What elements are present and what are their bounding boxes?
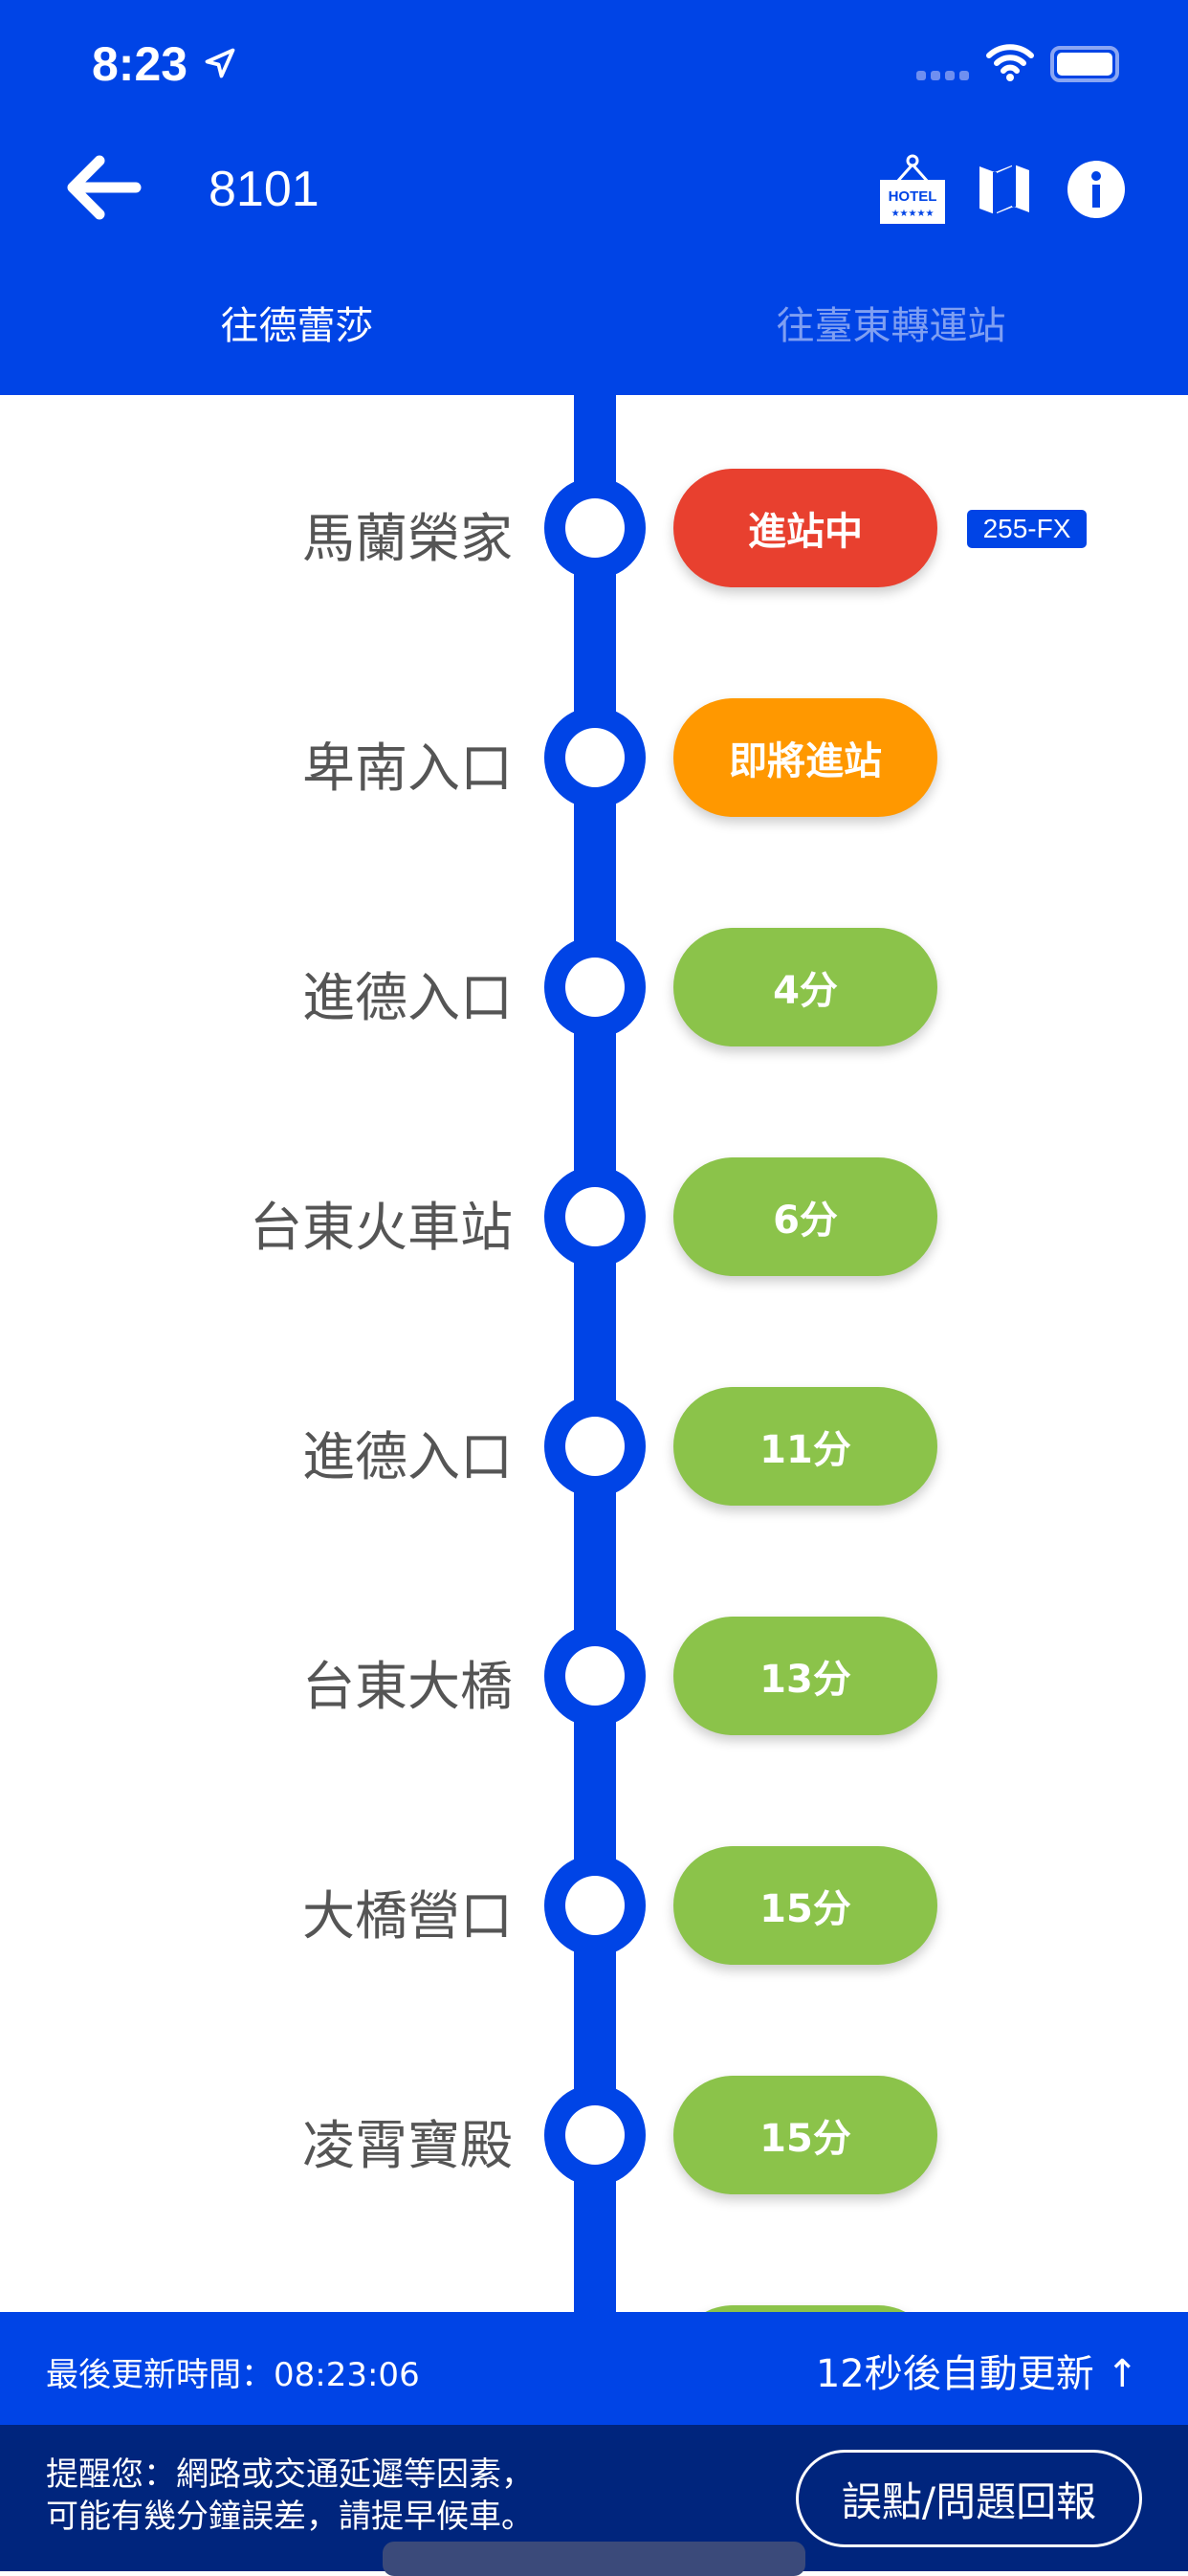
battery-icon xyxy=(1050,46,1119,82)
status-time: 8:23 xyxy=(92,37,188,91)
hotel-icon: HOTEL ★★★★★ xyxy=(880,154,945,224)
hotel-button[interactable]: HOTEL ★★★★★ xyxy=(878,153,947,226)
stop-name: 卑南入口 xyxy=(301,738,513,799)
stop-name: 進德入口 xyxy=(301,967,513,1028)
stop-row[interactable]: 進德入口 4分 xyxy=(0,928,1188,1046)
stop-name: 馬蘭榮家 xyxy=(301,508,513,569)
notice-bar: 提醒您：網路或交通延遲等因素， 可能有幾分鐘誤差，請提早候車。 誤點/問題回報 xyxy=(0,2425,1188,2571)
back-arrow-icon[interactable] xyxy=(63,153,143,222)
stop-name: 進德入口 xyxy=(301,1426,513,1487)
route-line xyxy=(574,395,616,2318)
notice-line: 可能有幾分鐘誤差，請提早候車。 xyxy=(46,2498,534,2536)
report-issue-button[interactable]: 誤點/問題回報 xyxy=(796,2450,1142,2547)
tab-to-taitung-terminal[interactable]: 往臺東轉運站 xyxy=(776,304,1006,348)
wifi-icon xyxy=(986,44,1034,81)
delay-notice: 提醒您：網路或交通延遲等因素， 可能有幾分鐘誤差，請提早候車。 xyxy=(46,2454,534,2538)
stop-name: 大橋營口 xyxy=(301,1885,513,1947)
eta-pill: 4分 xyxy=(673,928,937,1046)
stop-row[interactable]: 馬蘭榮家 進站中 255-FX xyxy=(0,469,1188,587)
stop-node-icon xyxy=(544,1625,646,1727)
eta-pill: 即將進站 xyxy=(673,698,937,817)
header: 8:23 8101 HOTEL ★★★★★ 往德蕾莎 往臺東轉運站 xyxy=(0,0,1188,395)
stop-row[interactable]: 進德入口 11分 xyxy=(0,1387,1188,1506)
stop-row[interactable]: 台東火車站 6分 xyxy=(0,1157,1188,1276)
cellular-signal-icon xyxy=(916,71,969,80)
hotel-label: HOTEL xyxy=(889,188,937,205)
stop-node-icon xyxy=(544,1855,646,1956)
bus-plate-badge: 255-FX xyxy=(967,510,1087,548)
stop-node-icon xyxy=(544,1396,646,1497)
eta-pill: 11分 xyxy=(673,1387,937,1506)
eta-pill: 進站中 xyxy=(673,469,937,587)
stop-row[interactable]: 大橋營口 15分 xyxy=(0,1846,1188,1965)
stop-node-icon xyxy=(544,707,646,808)
stop-name: 台東大橋 xyxy=(301,1656,513,1717)
eta-pill: 15分 xyxy=(673,1846,937,1965)
home-indicator xyxy=(383,2542,805,2576)
stop-row[interactable]: 卑南入口 即將進站 xyxy=(0,698,1188,817)
info-icon[interactable] xyxy=(1067,161,1125,218)
stop-node-icon xyxy=(544,1166,646,1267)
eta-pill: 6分 xyxy=(673,1157,937,1276)
last-update-time: 最後更新時間：08:23:06 xyxy=(46,2356,420,2394)
stop-node-icon xyxy=(544,2084,646,2186)
update-bar: 最後更新時間：08:23:06 12秒後自動更新 ↑ xyxy=(0,2312,1188,2425)
stop-node-icon xyxy=(544,936,646,1038)
map-icon[interactable] xyxy=(978,161,1031,218)
route-title: 8101 xyxy=(209,162,319,217)
auto-refresh-countdown[interactable]: 12秒後自動更新 ↑ xyxy=(815,2352,1138,2396)
stop-row[interactable]: 台東大橋 13分 xyxy=(0,1617,1188,1735)
stop-row[interactable]: 凌霄寶殿 15分 xyxy=(0,2076,1188,2194)
location-arrow-icon xyxy=(205,48,235,78)
eta-pill: 15分 xyxy=(673,2076,937,2194)
stop-node-icon xyxy=(544,477,646,579)
hotel-stars: ★★★★★ xyxy=(891,209,935,219)
stop-name: 凌霄寶殿 xyxy=(301,2115,513,2176)
stop-name: 台東火車站 xyxy=(249,1197,513,1258)
tab-to-teresa[interactable]: 往德蕾莎 xyxy=(220,304,374,348)
notice-line: 提醒您：網路或交通延遲等因素， xyxy=(46,2455,534,2494)
eta-pill: 13分 xyxy=(673,1617,937,1735)
